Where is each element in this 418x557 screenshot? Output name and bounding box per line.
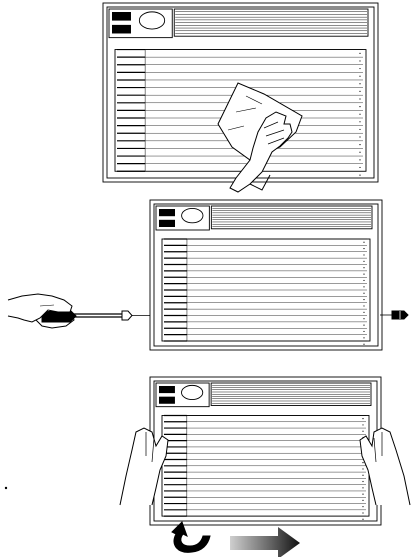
slat-dot [359,83,360,84]
hand-icon [120,428,168,505]
slat-dot [362,519,363,520]
slat-dot [363,254,364,255]
dial [139,12,164,29]
display-knob [112,25,131,34]
rotate-arrow-icon [172,522,210,552]
slat-dot [359,136,360,137]
slat-dot [363,273,364,274]
slat-dot [359,174,360,175]
slat-dot [359,114,360,115]
slat-dot [363,331,364,332]
slat-dot [363,242,364,243]
slat-dot [362,500,363,501]
inner-frame [154,381,377,521]
inner-frame [154,204,378,346]
display-knob [159,220,175,227]
slat-dot [363,299,364,300]
slat-dot [359,98,360,99]
slat-dot [359,159,360,160]
slat-dot [362,506,363,507]
slat-dot [363,337,364,338]
slat-dot [363,344,364,345]
display-knob [159,397,175,404]
display-knob [112,12,131,21]
display-knob [159,209,175,216]
slat-dot [359,106,360,107]
ac-unit-front-2 [150,200,382,350]
hand-icon [360,428,410,505]
slat-dot [362,512,363,513]
ac-unit-front-3 [150,377,381,525]
slat-dot [363,261,364,262]
slat-dot [362,431,363,432]
screw-icon [380,311,408,319]
slat-dot [359,91,360,92]
slat-dot [362,462,363,463]
slat-dot [362,475,363,476]
slat-dot [359,129,360,130]
slat-dot [363,318,364,319]
slat-dot [359,53,360,54]
slat-dot [363,280,364,281]
slat-dot [362,424,363,425]
slat-dot [363,293,364,294]
slat-dot [363,324,364,325]
display-knob [159,386,175,393]
slat-dot [359,152,360,153]
dot-mark [5,487,7,489]
slat-dot [363,267,364,268]
slat-dot [362,418,363,419]
slat-dot [359,68,360,69]
slat-dot [363,312,364,313]
dial [182,208,203,222]
slat-dot [362,494,363,495]
outer-cabinet [150,200,382,350]
slat-dot [363,286,364,287]
hand-icon [8,294,74,328]
slat-dot [362,481,363,482]
slat-dot [359,167,360,168]
dial [182,385,203,399]
outer-cabinet [150,377,381,525]
slat-dot [363,305,364,306]
slat-dot [363,248,364,249]
slat-dot [362,487,363,488]
slat-dot [359,76,360,77]
slat-dot [359,144,360,145]
pull-arrow-icon [230,527,300,557]
slat-dot [359,60,360,61]
slat-dot [359,121,360,122]
slat-dot [362,468,363,469]
